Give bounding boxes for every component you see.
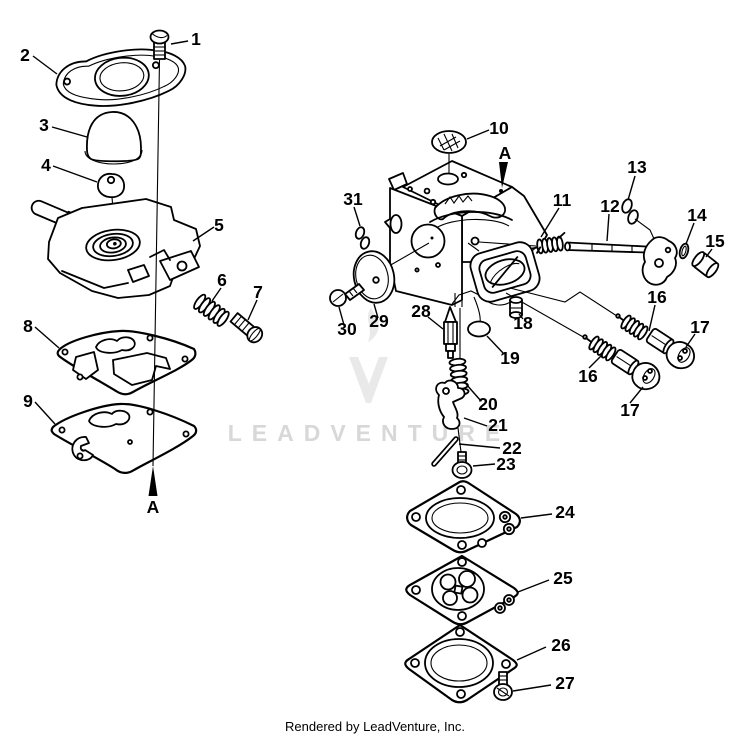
callout-4: 4 — [41, 155, 51, 175]
callout-11: 11 — [553, 190, 572, 210]
part-11-spring — [536, 231, 566, 255]
part-14-o-ring — [678, 242, 690, 260]
throttle-lever-bracket — [641, 236, 678, 286]
leader-line-needle-1 — [509, 287, 621, 319]
callout-14: 14 — [687, 205, 707, 225]
callout-a-left: A — [147, 497, 160, 517]
callout-21: 21 — [488, 415, 508, 435]
part-31-clip — [354, 226, 371, 250]
callout-7: 7 — [253, 282, 263, 302]
part-17-cap-lower — [631, 362, 661, 391]
callout-25: 25 — [553, 568, 573, 588]
leader-lines — [32, 40, 713, 692]
part-1-screw — [149, 29, 170, 60]
section-arrow-a-right — [499, 162, 508, 188]
callout-labels: 1 2 3 4 5 6 7 8 9 A 10 A 31 11 12 13 14 … — [20, 29, 725, 693]
part-13-e-clip — [621, 198, 656, 242]
callout-19: 19 — [500, 348, 520, 368]
callout-31: 31 — [343, 189, 363, 209]
part-26-bottom-gasket — [404, 623, 518, 704]
part-7-screw — [229, 312, 264, 344]
part-24-metering-gasket — [406, 480, 521, 554]
callout-17-upper: 17 — [690, 317, 709, 337]
callout-10: 10 — [489, 118, 509, 138]
callout-30: 30 — [337, 319, 357, 339]
callout-24: 24 — [555, 502, 575, 522]
part-12-throttle-shaft — [564, 241, 647, 254]
part-16-needle-upper — [615, 313, 675, 355]
callout-29: 29 — [369, 311, 389, 331]
callout-13: 13 — [627, 157, 647, 177]
part-21-metering-lever — [435, 379, 466, 430]
part-15-cap — [691, 251, 720, 279]
callout-22: 22 — [502, 438, 522, 458]
footer-credit: Rendered by LeadVenture, Inc. — [285, 719, 465, 734]
callout-16-upper: 16 — [647, 287, 667, 307]
callout-17-lower: 17 — [620, 400, 639, 420]
callout-18: 18 — [513, 313, 533, 333]
part-8-pump-gasket — [56, 329, 197, 396]
right-assembly — [329, 130, 720, 704]
part-27-screw — [493, 671, 513, 701]
callout-3: 3 — [39, 115, 49, 135]
callout-16-lower: 16 — [578, 366, 598, 386]
part-28-inlet-needle — [443, 306, 458, 359]
callout-8: 8 — [23, 316, 33, 336]
part-6-spring — [193, 293, 230, 327]
callout-26: 26 — [551, 635, 571, 655]
watermark-text: LEADVENTURE — [228, 420, 511, 446]
left-assembly — [30, 29, 264, 496]
callout-6: 6 — [217, 270, 227, 290]
callout-9: 9 — [23, 391, 33, 411]
callout-20: 20 — [478, 394, 498, 414]
callout-5: 5 — [214, 215, 224, 235]
v-logo-icon — [349, 357, 388, 403]
part-16-needle-lower — [582, 334, 640, 376]
callout-1: 1 — [191, 29, 201, 49]
part-22-pivot-pin — [431, 436, 459, 467]
assembly-centerline-left — [152, 59, 161, 467]
part-30-screw — [329, 283, 365, 307]
callout-28: 28 — [411, 301, 431, 321]
part-5-pump-body — [30, 198, 201, 299]
callout-15: 15 — [705, 231, 725, 251]
throttle-bore-flange — [467, 238, 546, 303]
callout-2: 2 — [20, 45, 30, 65]
part-10-inlet-cap — [431, 130, 467, 173]
callout-23: 23 — [496, 454, 516, 474]
part-25-metering-diaphragm — [405, 554, 519, 626]
flame-logo-icon — [367, 308, 379, 342]
part-18-plug — [509, 296, 523, 319]
callout-27: 27 — [555, 673, 574, 693]
callout-a-right: A — [499, 143, 512, 163]
part-2-mounting-gasket — [55, 48, 187, 107]
part-23-screw — [451, 451, 473, 479]
part-19-welch-plug — [467, 296, 491, 338]
part-3-primer-cup — [84, 111, 143, 165]
callout-12: 12 — [600, 196, 620, 216]
part-9-pump-diaphragm — [50, 402, 198, 474]
section-arrow-a-left — [148, 466, 158, 496]
part-17-cap-upper — [665, 341, 695, 370]
